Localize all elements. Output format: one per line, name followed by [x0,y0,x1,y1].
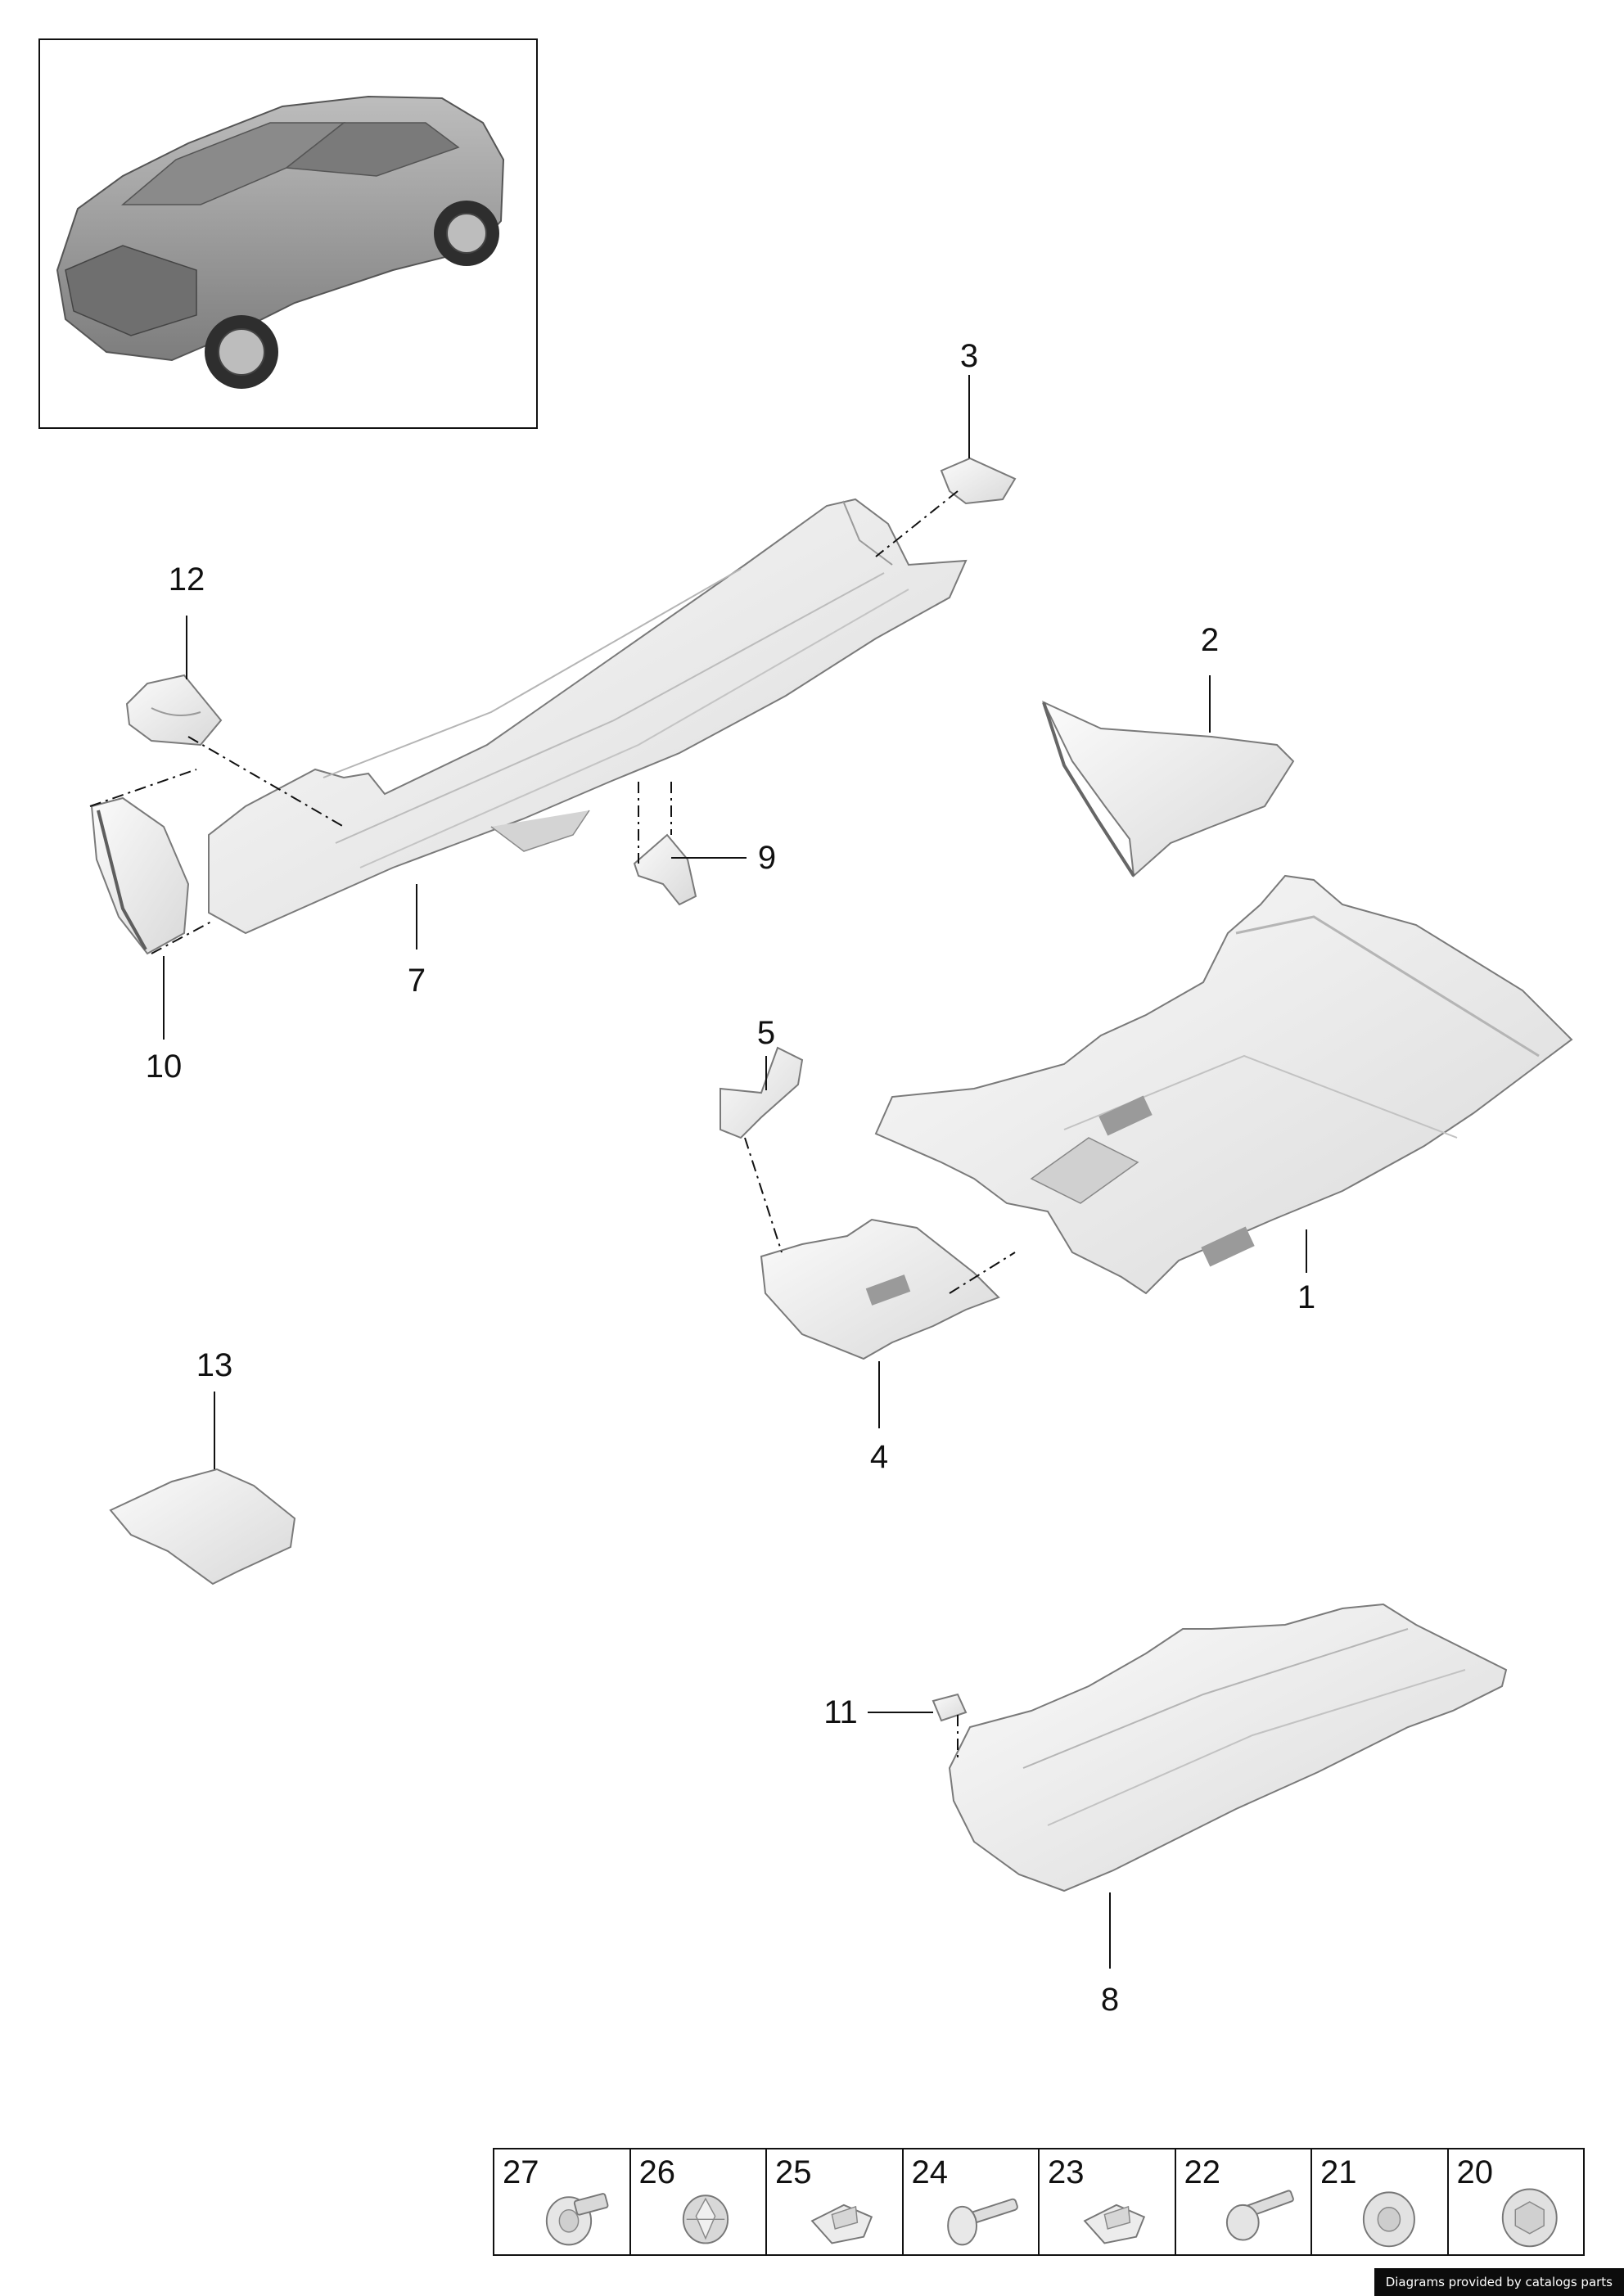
leader-lines [163,375,1307,1969]
assembly-lines [89,490,1016,1760]
spring-clip-icon [1083,2204,1146,2244]
callout-4: 4 [869,1439,889,1475]
part-1-main-tray [874,874,1573,1295]
callout-9: 9 [757,840,777,876]
bolt-icon [1225,2190,1294,2241]
fastener-cell[interactable]: 21 [1312,2149,1449,2254]
fastener-number: 23 [1048,2154,1085,2190]
push-rivet-icon [946,2198,1018,2246]
vehicle-thumbnail [38,38,538,429]
fastener-cell[interactable]: 24 [904,2149,1040,2254]
expansion-nut-icon [682,2195,729,2244]
part-5-bracket [720,1046,804,1139]
part-4-front-shield [760,1218,1000,1360]
fastener-cell[interactable]: 20 [1449,2149,1584,2254]
fastener-number: 27 [503,2154,539,2190]
credit-label: Diagrams provided by catalogs parts [1374,2268,1624,2296]
fastener-cell[interactable]: 25 [767,2149,904,2254]
callout-5: 5 [756,1015,776,1051]
part-10-side-cover [90,796,190,955]
callout-11: 11 [823,1694,858,1730]
part-11-clip [932,1693,968,1722]
fastener-table: 27 26 25 24 23 2 [493,2148,1585,2256]
bolt-flange-icon [545,2193,609,2246]
part-8-rear-panel [948,1603,1508,1892]
washer-nut-icon [1362,2191,1415,2248]
fastener-cell[interactable]: 27 [494,2149,631,2254]
fastener-number: 26 [638,2154,676,2190]
part-9-bracket [633,833,697,906]
callout-8: 8 [1100,1982,1120,2018]
callout-7: 7 [407,963,426,999]
part-2-arch-liner [1041,700,1295,878]
callout-10: 10 [145,1049,183,1085]
fastener-number: 20 [1456,2154,1494,2190]
car-image [56,95,505,389]
hex-washer-icon [1501,2188,1558,2248]
fastener-number: 21 [1320,2154,1357,2190]
spring-clip-icon [810,2204,873,2244]
callout-12: 12 [168,562,205,598]
fastener-number: 22 [1184,2154,1221,2190]
part-12-cover [125,674,223,747]
fastener-cell[interactable]: 23 [1040,2149,1176,2254]
callout-13: 13 [196,1347,233,1383]
part-3-bracket [940,457,1017,505]
fastener-cell[interactable]: 22 [1176,2149,1312,2254]
callout-1: 1 [1297,1279,1316,1315]
fastener-number: 24 [911,2154,949,2190]
fastener-number: 25 [775,2154,812,2190]
part-7-side-panel [208,498,968,935]
callout-2: 2 [1200,622,1220,658]
part-13-plate [109,1468,296,1586]
fastener-cell[interactable]: 26 [631,2149,767,2254]
callout-3: 3 [959,338,979,374]
